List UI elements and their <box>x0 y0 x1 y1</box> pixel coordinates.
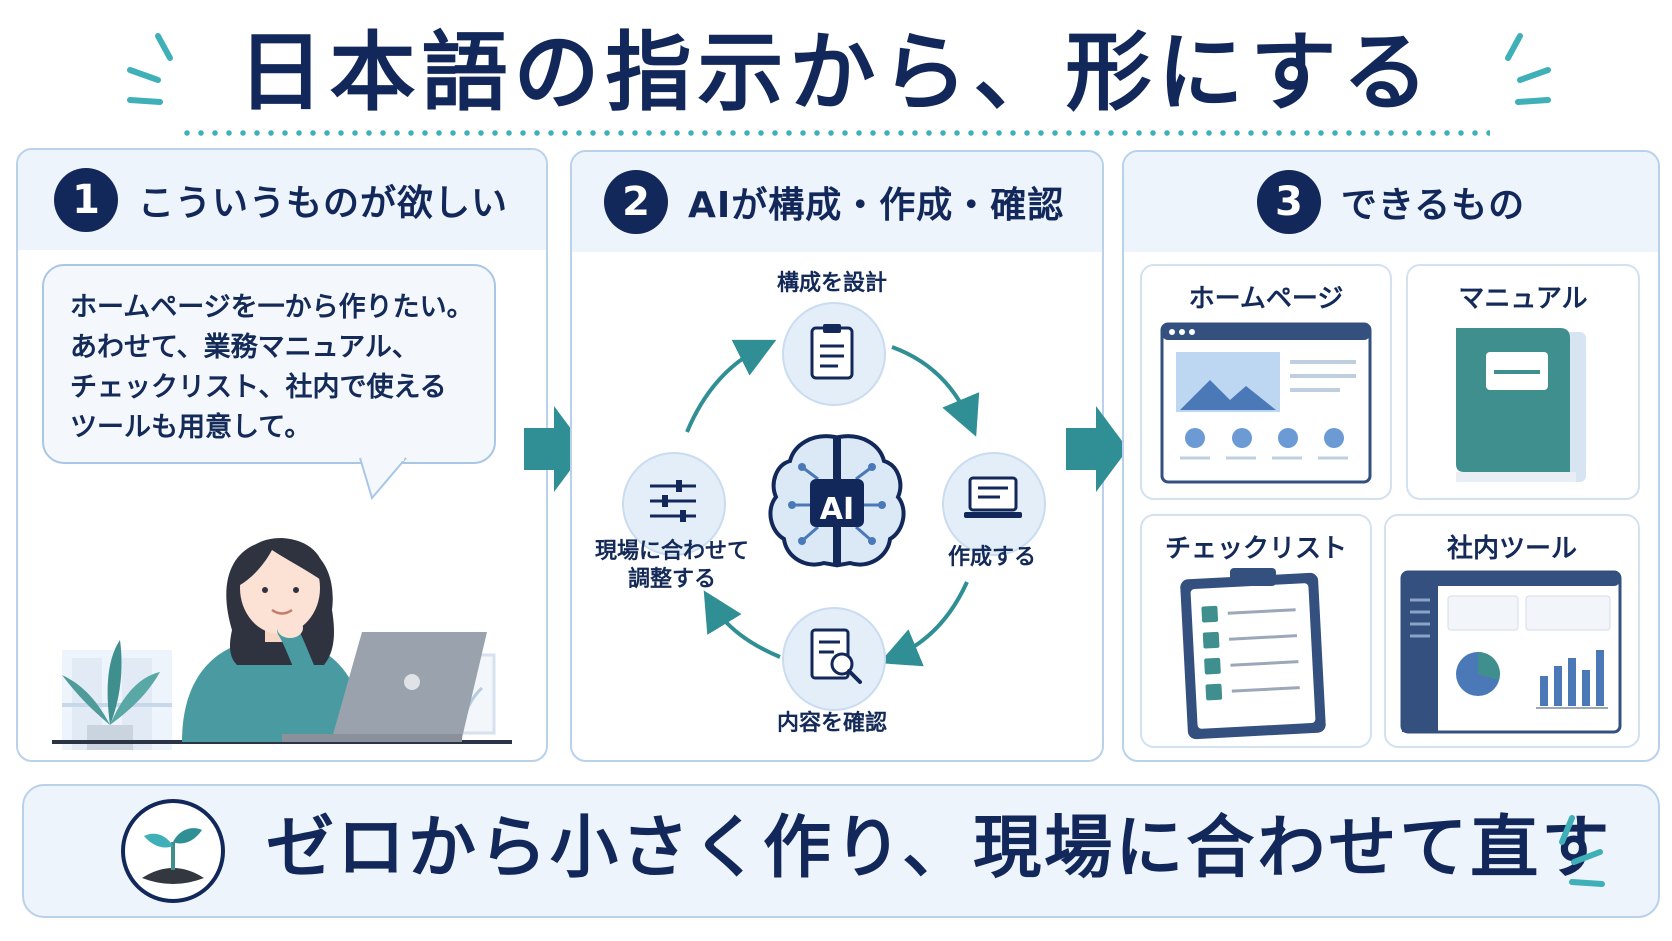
output-label-homepage: ホームページ <box>1188 284 1344 314</box>
sliders-icon <box>650 480 696 522</box>
sprout-icon <box>121 799 225 903</box>
summary-banner: ゼロから小さく作り、現場に合わせて直す <box>22 784 1660 918</box>
clipboard-icon <box>810 324 854 380</box>
sparkle-footer-icon <box>1559 815 1605 887</box>
request-text: ホームページを一から作りたい。 あわせて、業務マニュアル、 チェックリスト、社内… <box>70 292 474 443</box>
output-label-internal-tool: 社内ツール <box>1446 534 1577 564</box>
arrow-right-icon <box>524 406 586 492</box>
person-laptop-illustration <box>52 538 512 750</box>
speech-bubble: ホームページを一から作りたい。 あわせて、業務マニュアル、 チェックリスト、社内… <box>42 264 496 464</box>
webpage-icon <box>1160 322 1372 484</box>
step-adjust-label: 現場に合わせて 調整する <box>594 539 749 592</box>
arrow-right-icon <box>1066 406 1128 492</box>
panel-ai-process: 2 AIが構成・作成・確認 構成を設計 作成する <box>570 150 1104 762</box>
document-search-icon <box>810 628 862 684</box>
panel-request-heading: こういうものが欲しい <box>138 183 509 224</box>
panel-outputs-header: 3 できるもの <box>1124 152 1658 252</box>
cycle-arrows <box>685 339 980 667</box>
output-card-internal-tool: 社内ツール <box>1384 514 1640 748</box>
output-card-checklist: チェックリスト <box>1140 514 1372 748</box>
ai-brain-icon <box>768 434 906 568</box>
panel-ai-heading: AIが構成・作成・確認 <box>688 185 1065 226</box>
manual-book-icon <box>1456 328 1586 482</box>
panel-outputs-heading: できるもの <box>1340 185 1526 226</box>
step-design-label: 構成を設計 <box>776 271 887 296</box>
step-review-label: 内容を確認 <box>776 711 887 736</box>
panel-ai-header: 2 AIが構成・作成・確認 <box>572 152 1102 252</box>
checklist-icon <box>1180 568 1326 740</box>
page-title: 日本語の指示から、形にする <box>237 23 1435 123</box>
output-card-manual: マニュアル <box>1406 264 1640 500</box>
step-adjust-node <box>622 452 726 556</box>
output-card-homepage: ホームページ <box>1140 264 1392 500</box>
sparkle-left-icon <box>127 33 173 105</box>
output-label-manual: マニュアル <box>1458 284 1588 314</box>
summary-text: ゼロから小さく作り、現場に合わせて直す <box>266 809 1613 888</box>
bubble-tail <box>359 457 407 501</box>
step-number-3: 3 <box>1256 170 1321 234</box>
step-number-1: 1 <box>54 168 118 232</box>
step-number-2: 2 <box>604 170 668 234</box>
panel-request: 1 こういうものが欲しい ホームページを一から作りたい。 あわせて、業務マニュア… <box>16 148 548 762</box>
title-divider <box>180 130 1490 136</box>
dashboard-icon <box>1400 570 1622 734</box>
panel-request-header: 1 こういうものが欲しい <box>18 150 546 250</box>
laptop-icon <box>964 476 1022 518</box>
step-create-label: 作成する <box>947 545 1036 570</box>
panel-outputs: 3 できるもの ホームページ マニュアル <box>1122 150 1660 762</box>
output-label-checklist: チェックリスト <box>1164 534 1347 564</box>
ai-chip-label: AI <box>819 492 855 527</box>
sparkle-right-icon <box>1505 33 1551 105</box>
